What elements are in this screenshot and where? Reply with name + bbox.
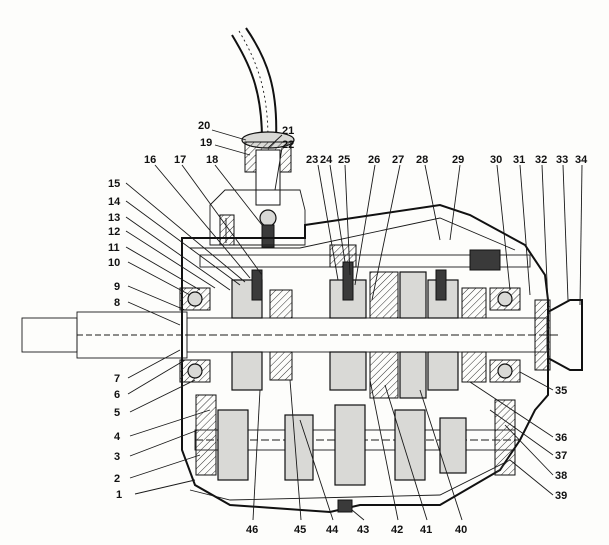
callout-45: 45 [294, 524, 306, 536]
callout-16: 16 [144, 154, 156, 166]
callout-1: 1 [116, 489, 122, 501]
callout-13: 13 [108, 212, 120, 224]
callout-14: 14 [108, 196, 121, 208]
callout-6: 6 [114, 389, 120, 401]
callout-32: 32 [535, 154, 547, 166]
callout-20: 20 [198, 120, 210, 132]
callout-26: 26 [368, 154, 380, 166]
callout-21: 21 [282, 125, 294, 137]
callout-28: 28 [416, 154, 428, 166]
callout-8: 8 [114, 297, 120, 309]
callout-33: 33 [556, 154, 568, 166]
callout-41: 41 [420, 524, 432, 536]
countershaft-gears [217, 404, 467, 486]
callout-29: 29 [452, 154, 464, 166]
callout-35: 35 [555, 385, 567, 397]
callout-30: 30 [490, 154, 502, 166]
callout-25: 25 [338, 154, 350, 166]
callout-39: 39 [555, 490, 567, 502]
callout-19: 19 [200, 137, 212, 149]
callout-7: 7 [114, 373, 120, 385]
shift-forks [251, 261, 447, 301]
output-flange [534, 299, 583, 371]
main-shaft-gears [231, 271, 487, 399]
callout-34: 34 [575, 154, 588, 166]
callout-9: 9 [114, 281, 120, 293]
main-shaft [186, 317, 560, 353]
leader-lines [125, 129, 583, 521]
lever-cap [241, 131, 295, 248]
callout-40: 40 [455, 524, 467, 536]
callout-44: 44 [326, 524, 339, 536]
callout-5: 5 [114, 407, 120, 419]
callout-17: 17 [174, 154, 186, 166]
callout-38: 38 [555, 470, 567, 482]
callout-27: 27 [392, 154, 404, 166]
input-shaft [21, 311, 188, 359]
shift-rail [199, 244, 531, 271]
callout-15: 15 [108, 178, 120, 190]
callout-46: 46 [246, 524, 258, 536]
callout-31: 31 [513, 154, 525, 166]
callouts: 1 2 3 4 5 6 7 8 9 10 11 12 13 14 15 16 1… [108, 120, 588, 536]
callout-4: 4 [114, 431, 121, 443]
callout-23: 23 [306, 154, 318, 166]
callout-3: 3 [114, 451, 120, 463]
shift-lever [231, 27, 278, 141]
callout-12: 12 [108, 226, 120, 238]
gearbox-housing [181, 203, 549, 514]
callout-37: 37 [555, 450, 567, 462]
callout-11: 11 [108, 242, 120, 254]
rear-bearing [489, 287, 521, 383]
callout-22: 22 [282, 139, 294, 151]
callout-18: 18 [206, 154, 218, 166]
callout-43: 43 [357, 524, 369, 536]
callout-24: 24 [320, 154, 333, 166]
drain-plug [337, 499, 353, 513]
callout-42: 42 [391, 524, 403, 536]
callout-10: 10 [108, 257, 120, 269]
callout-2: 2 [114, 473, 120, 485]
callout-36: 36 [555, 432, 567, 444]
